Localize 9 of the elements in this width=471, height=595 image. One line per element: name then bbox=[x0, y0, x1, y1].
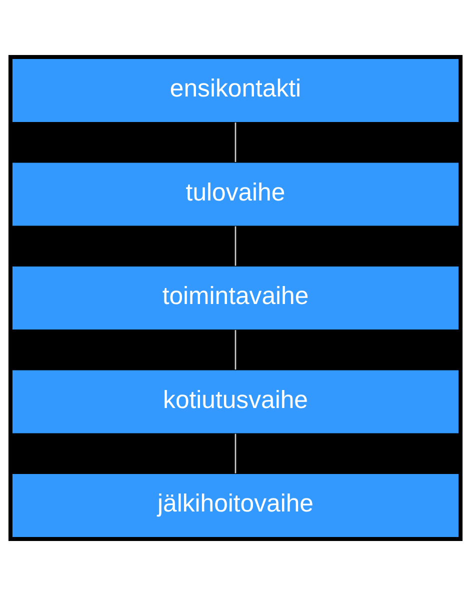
node-box: ensikontakti bbox=[12, 58, 460, 122]
connector bbox=[234, 122, 236, 162]
node-box: toimintavaihe bbox=[12, 265, 460, 330]
connector bbox=[234, 433, 236, 473]
node-box: kotiutusvaihe bbox=[12, 368, 460, 434]
connector bbox=[234, 226, 236, 266]
connector bbox=[234, 330, 236, 370]
node-box: jälkihoitovaihe bbox=[12, 472, 460, 538]
node-box: tulovaihe bbox=[12, 161, 460, 226]
